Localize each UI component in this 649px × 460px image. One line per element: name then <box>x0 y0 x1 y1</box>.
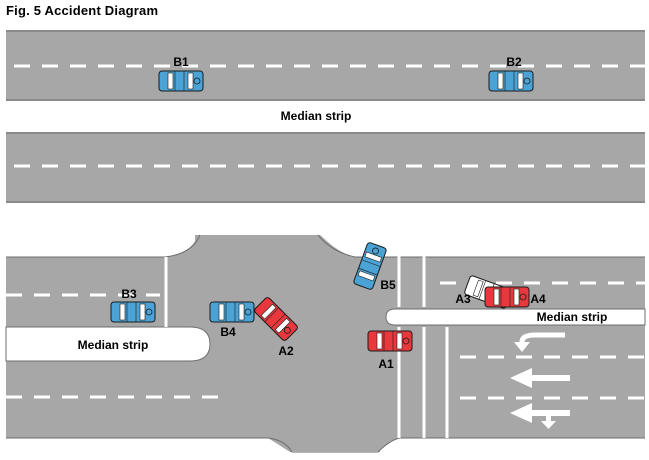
vehicle-label-a4: A4 <box>530 292 546 306</box>
vehicle-label-b2: B2 <box>506 55 522 69</box>
vehicle-label-a2: A2 <box>278 344 294 358</box>
upper-road <box>6 30 645 203</box>
straight-arrow-icon <box>510 368 570 388</box>
vehicle-label-b3: B3 <box>121 287 137 301</box>
vehicle-b2 <box>488 70 534 92</box>
figure-title: Fig. 5 Accident Diagram <box>6 3 159 18</box>
vehicle-b1 <box>158 70 204 92</box>
vehicle-a1 <box>367 330 413 352</box>
vehicle-label-a1: A1 <box>378 357 394 371</box>
median-strip-label-left: Median strip <box>78 338 149 352</box>
vehicle-b4 <box>209 301 255 323</box>
left-turn-arrow-icon <box>514 332 565 352</box>
vehicle-label-b1: B1 <box>173 55 189 69</box>
intersection-road <box>5 234 646 453</box>
vehicle-b3 <box>110 301 156 323</box>
straight-or-right-arrow-icon <box>510 403 570 429</box>
median-strip-label-right: Median strip <box>537 310 608 324</box>
vehicle-a4 <box>484 286 530 308</box>
median-strip-label-top: Median strip <box>281 109 352 123</box>
vehicle-label-b5: B5 <box>380 278 396 292</box>
vehicle-label-a3: A3 <box>455 292 471 306</box>
vehicle-label-b4: B4 <box>220 325 236 339</box>
